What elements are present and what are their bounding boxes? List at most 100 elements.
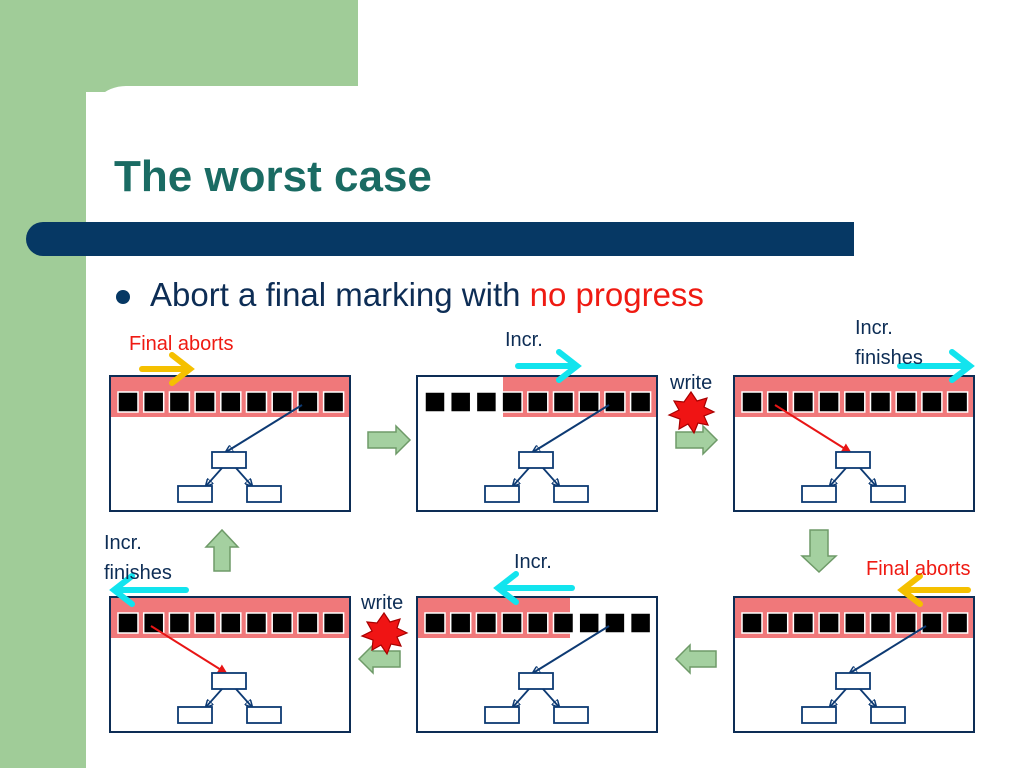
memory-cell xyxy=(552,612,575,634)
flow-arrow-left-1 xyxy=(674,643,717,675)
memory-cell xyxy=(578,391,600,413)
tree-edge xyxy=(513,688,530,707)
object-tree xyxy=(150,625,282,724)
memory-cell xyxy=(245,612,268,634)
memory-cells xyxy=(741,391,969,413)
write-label-top: write xyxy=(669,372,712,394)
tree-child-node xyxy=(177,485,213,503)
panel-4 xyxy=(109,596,351,733)
tree-edge xyxy=(830,467,847,486)
bullet-text: Abort a final marking with no progress xyxy=(150,276,704,314)
memory-cell xyxy=(766,391,789,413)
memory-cell xyxy=(424,612,446,634)
memory-cell xyxy=(322,612,345,634)
panel-1 xyxy=(109,375,351,512)
bullet-icon xyxy=(116,290,130,304)
memory-cell xyxy=(220,612,242,634)
memory-cell xyxy=(629,391,652,413)
final-aborts-label-top: Final aborts xyxy=(129,333,234,355)
memory-cell xyxy=(527,612,549,634)
tree-edge xyxy=(513,467,530,486)
memory-cell xyxy=(475,391,498,413)
memory-cell xyxy=(552,391,575,413)
incr-finishes-label-top-1: Incr. xyxy=(855,317,893,339)
tree-child-node xyxy=(553,485,589,503)
memory-cell xyxy=(449,612,472,634)
tree-child-node xyxy=(870,485,906,503)
memory-cell xyxy=(271,391,293,413)
root-pointer-arrow xyxy=(226,404,303,452)
memory-cell xyxy=(921,391,943,413)
root-pointer-arrow xyxy=(850,625,927,673)
memory-cell xyxy=(741,612,763,634)
memory-cell xyxy=(946,391,969,413)
tree-child-node xyxy=(801,485,837,503)
tree-edge xyxy=(542,688,559,707)
tree-edge xyxy=(206,688,223,707)
memory-cell xyxy=(604,391,626,413)
memory-cell xyxy=(168,391,191,413)
memory-cell xyxy=(629,612,652,634)
panel-6 xyxy=(733,596,975,733)
orange-arrow-right xyxy=(139,352,195,386)
memory-cell xyxy=(895,391,917,413)
memory-cell xyxy=(475,612,498,634)
tree-edge xyxy=(235,688,252,707)
incr-label-bottom: Incr. xyxy=(514,551,552,573)
tree-edge xyxy=(542,467,559,486)
panel-2 xyxy=(416,375,658,512)
memory-cell xyxy=(117,391,139,413)
memory-cells xyxy=(424,391,652,413)
memory-cell xyxy=(501,391,523,413)
memory-cell xyxy=(168,612,191,634)
incr-finishes-label-bottom-1: Incr. xyxy=(104,532,142,554)
incr-finishes-label-top-2: finishes xyxy=(855,347,923,369)
tree-root-node xyxy=(835,451,871,469)
memory-cell xyxy=(117,612,139,634)
memory-cell xyxy=(322,391,345,413)
memory-cell xyxy=(895,612,917,634)
flow-arrow-right-2 xyxy=(675,424,719,456)
memory-cells xyxy=(741,612,969,634)
memory-cell xyxy=(142,612,165,634)
tree-root-node xyxy=(211,451,247,469)
cyan-arrow-left-finish xyxy=(109,573,189,607)
memory-cell xyxy=(449,391,472,413)
root-pointer-arrow xyxy=(533,625,610,673)
memory-cell xyxy=(792,612,815,634)
write-explosion-icon xyxy=(667,390,716,435)
bullet-text-main: Abort a final marking with xyxy=(150,276,530,313)
tree-child-node xyxy=(801,706,837,724)
red-pointer-arrow xyxy=(150,625,228,675)
memory-cell xyxy=(245,391,268,413)
tree-child-node xyxy=(553,706,589,724)
tree-child-node xyxy=(870,706,906,724)
tree-edge xyxy=(859,467,876,486)
memory-cells xyxy=(117,612,345,634)
tree-root-node xyxy=(211,672,247,690)
object-tree xyxy=(177,404,303,503)
memory-cell xyxy=(844,612,866,634)
memory-cells xyxy=(117,391,345,413)
cyan-arrow-right-finish xyxy=(897,349,975,383)
memory-cell xyxy=(818,612,840,634)
memory-cell xyxy=(194,391,216,413)
memory-cell xyxy=(818,391,840,413)
slide-title: The worst case xyxy=(114,152,432,201)
write-label-bottom: write xyxy=(360,592,403,614)
object-tree xyxy=(484,404,610,503)
incr-label-top: Incr. xyxy=(505,329,543,351)
cyan-arrow-right xyxy=(515,349,582,383)
panel-3 xyxy=(733,375,975,512)
tree-edge xyxy=(206,467,223,486)
tree-root-node xyxy=(518,451,554,469)
memory-cell xyxy=(578,612,600,634)
tree-child-node xyxy=(484,706,520,724)
tree-child-node xyxy=(177,706,213,724)
memory-cell xyxy=(424,391,446,413)
write-explosion-icon-bottom xyxy=(360,611,409,656)
title-underline-bar xyxy=(26,222,854,256)
bullet-highlight: no progress xyxy=(529,276,704,313)
red-pointer-arrow xyxy=(774,404,852,454)
